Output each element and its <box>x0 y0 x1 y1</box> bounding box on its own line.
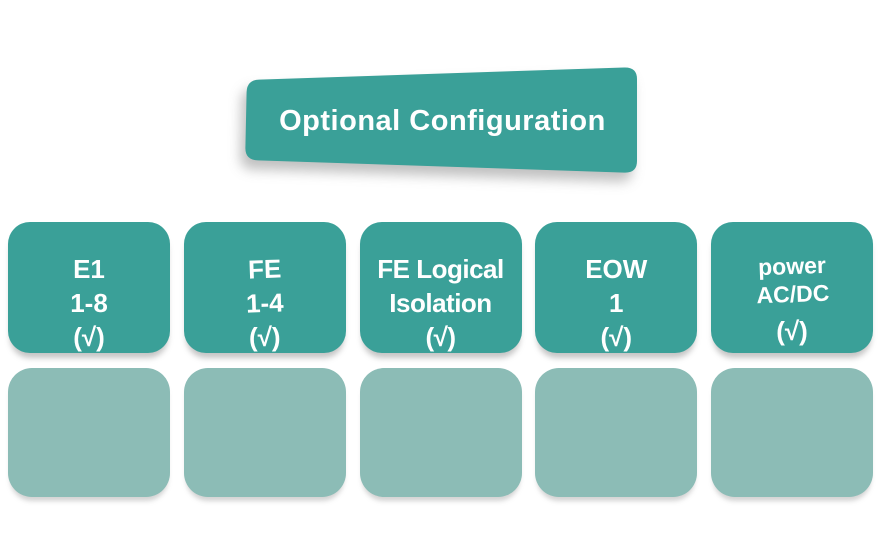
placeholder-box-2 <box>183 368 346 497</box>
banner-shape <box>245 67 637 173</box>
check-mark: (√) <box>73 322 105 352</box>
option-box-e1: E1 1-8 (√) <box>8 222 170 353</box>
option-box-fe-logical-isolation: FE Logical Isolation (√) <box>359 222 522 353</box>
placeholder-box-4 <box>535 368 698 497</box>
check-mark: (√) <box>425 322 456 352</box>
option-range-line: 1-8 <box>70 288 108 318</box>
option-label-line: EOW <box>585 254 648 284</box>
check-mark: (√) <box>776 316 808 346</box>
option-box-row: E1 1-8 (√) FE 1-4 (√) FE Logical Isolati… <box>8 222 873 353</box>
option-label-block: power AC/DC <box>755 251 830 310</box>
option-box-fe: FE 1-4 (√) <box>183 222 346 353</box>
option-box-eow: EOW 1 (√) <box>535 222 698 353</box>
check-mark: (√) <box>248 322 281 352</box>
option-label-line: AC/DC <box>755 279 830 309</box>
placeholder-box-3 <box>359 368 522 497</box>
option-label-line: FE <box>247 253 282 285</box>
banner-title: Optional Configuration <box>279 105 606 137</box>
placeholder-box-5 <box>711 368 873 497</box>
option-label-line: power <box>757 251 826 281</box>
banner-ribbon <box>245 67 637 173</box>
option-label-line: Isolation <box>389 288 492 318</box>
option-box-power: power AC/DC (√) <box>711 222 873 353</box>
placeholder-box-1 <box>8 368 170 497</box>
option-label-line: E1 <box>73 254 105 284</box>
check-mark: (√) <box>600 322 633 352</box>
option-range-line: 1 <box>609 288 624 318</box>
option-range-line: 1-4 <box>245 287 285 319</box>
option-label-line: FE Logical <box>377 254 504 284</box>
placeholder-box-row <box>8 368 873 497</box>
